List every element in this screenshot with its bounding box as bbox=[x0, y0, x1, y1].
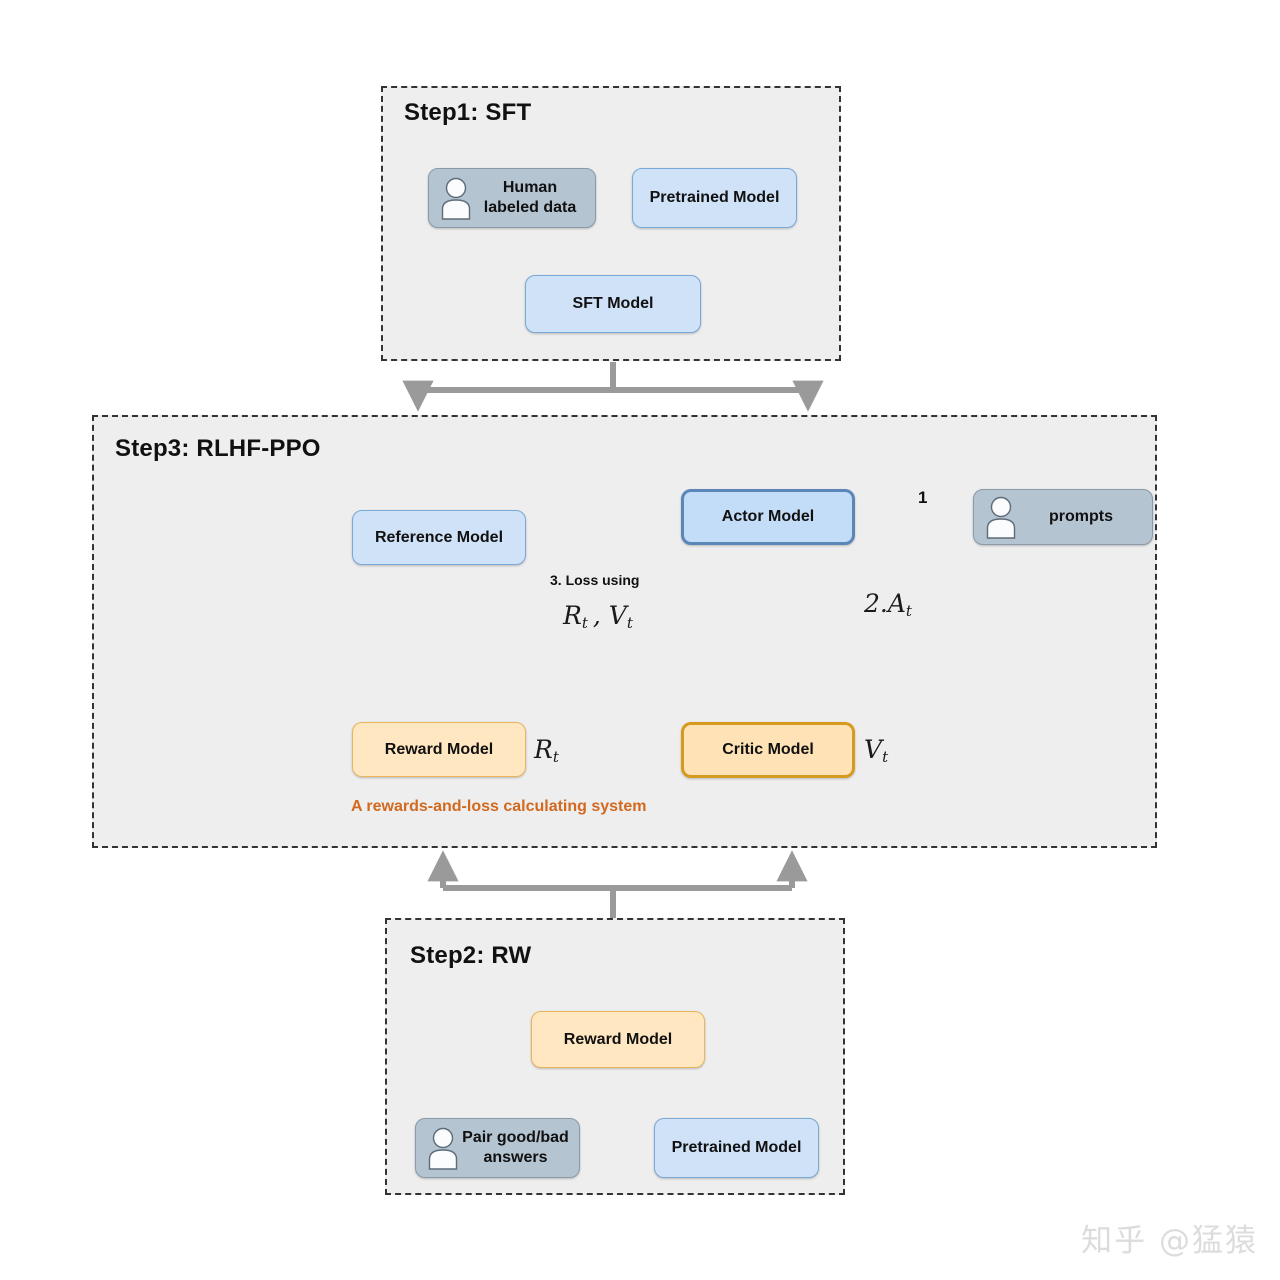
rewards-loss-system-caption: A rewards-and-loss calculating system bbox=[351, 798, 647, 815]
node-prompts[interactable]: prompts bbox=[973, 489, 1153, 545]
loss-math-label: Rt , Vt bbox=[563, 601, 633, 633]
node-label: Human labeled data bbox=[448, 178, 576, 218]
prompt-step-number: 1 bbox=[918, 488, 928, 507]
step3-group bbox=[92, 415, 1157, 848]
step2-to-step3-connector bbox=[427, 850, 808, 918]
node-pretrained-model-rw[interactable]: Pretrained Model bbox=[654, 1118, 819, 1178]
advantage-math-label: 2.At bbox=[864, 589, 912, 621]
node-label: Actor Model bbox=[721, 508, 815, 525]
human-label-line1: Human bbox=[502, 179, 558, 196]
node-reward-model-rw[interactable]: Reward Model bbox=[531, 1011, 705, 1068]
node-label: Pretrained Model bbox=[649, 189, 780, 206]
loss-using-label: 3. Loss using bbox=[550, 572, 640, 588]
node-reference-model[interactable]: Reference Model bbox=[352, 510, 526, 565]
person-icon bbox=[441, 177, 471, 220]
pair-label-line1: Pair good/bad bbox=[462, 1129, 569, 1146]
node-label: Pretrained Model bbox=[671, 1139, 802, 1156]
node-label: Critic Model bbox=[722, 741, 814, 758]
node-label: Reward Model bbox=[563, 1030, 673, 1048]
node-label: SFT Model bbox=[572, 295, 654, 312]
node-pair-answers[interactable]: Pair good/bad answers bbox=[415, 1118, 580, 1178]
step1-title: Step1: SFT bbox=[404, 99, 532, 126]
node-pretrained-model[interactable]: Pretrained Model bbox=[632, 168, 797, 228]
node-human-labeled-data[interactable]: Human labeled data bbox=[428, 168, 596, 228]
node-sft-model[interactable]: SFT Model bbox=[525, 275, 701, 333]
reward-output-label: Rt bbox=[534, 735, 559, 767]
step1-to-step3-connector bbox=[402, 362, 824, 412]
node-actor-model[interactable]: Actor Model bbox=[681, 489, 855, 545]
step2-title: Step2: RW bbox=[410, 942, 532, 969]
person-icon bbox=[428, 1127, 458, 1170]
node-label: Reference Model bbox=[374, 528, 504, 546]
value-output-label: Vt bbox=[864, 735, 889, 767]
node-critic-model[interactable]: Critic Model bbox=[681, 722, 855, 778]
human-label-line2: labeled data bbox=[483, 199, 577, 216]
node-label: Reward Model bbox=[384, 740, 494, 758]
pair-label-line2: answers bbox=[483, 1149, 548, 1166]
person-icon bbox=[986, 496, 1016, 539]
node-label: prompts bbox=[1049, 508, 1113, 525]
step3-title: Step3: RLHF-PPO bbox=[115, 435, 321, 462]
node-reward-model-ppo[interactable]: Reward Model bbox=[352, 722, 526, 777]
watermark: 知乎 @猛猿 bbox=[1081, 1223, 1258, 1259]
node-label: Pair good/bad answers bbox=[426, 1128, 569, 1168]
